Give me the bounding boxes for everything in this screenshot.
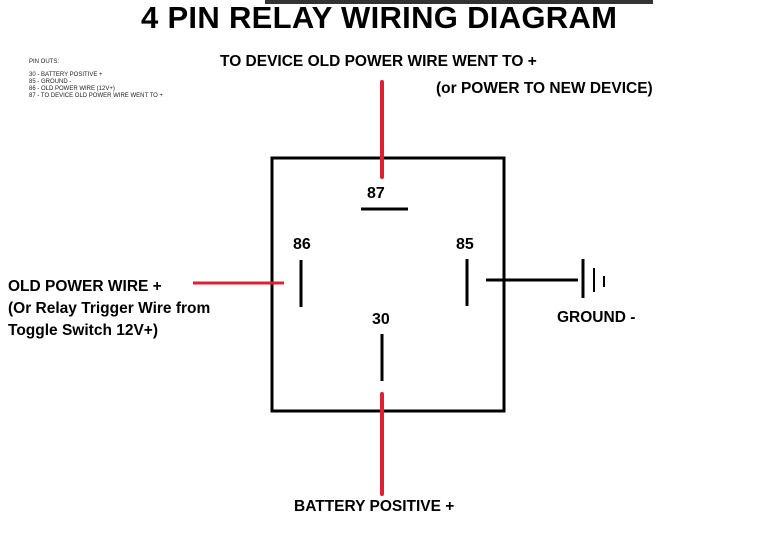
top-dark-bar [265,0,653,4]
label-87-destination: TO DEVICE OLD POWER WIRE WENT TO + [220,53,537,70]
label-86-line1: OLD POWER WIRE + [8,278,162,295]
label-battery-positive: BATTERY POSITIVE + [294,498,455,515]
pinout-row-85: 85 - GROUND - [29,79,72,85]
relay-body [270,156,506,413]
label-86-line2: (Or Relay Trigger Wire from [8,300,211,317]
pin-85-label: 85 [456,236,474,253]
pinouts-legend: PIN OUTS: 30 - BATTERY POSITIVE + 85 - G… [29,59,163,100]
pinout-row-86: 86 - OLD POWER WIRE (12V+) [29,86,115,92]
diagram-title: 4 PIN RELAY WIRING DIAGRAM [141,0,618,35]
label-ground: GROUND - [557,309,636,326]
pinout-row-30: 30 - BATTERY POSITIVE + [29,72,103,78]
pin-86-label: 86 [293,236,311,253]
pinouts-header: PIN OUTS: [29,59,60,65]
label-87-alternate: (or POWER TO NEW DEVICE) [436,80,653,97]
pin-30-label: 30 [372,311,390,328]
pin-87-label: 87 [367,185,385,202]
label-86-source: OLD POWER WIRE + (Or Relay Trigger Wire … [8,276,210,342]
label-86-line3: Toggle Switch 12V+) [8,322,159,339]
ground-symbol-icon [581,259,605,298]
pinout-row-87: 87 - TO DEVICE OLD POWER WIRE WENT TO + [29,93,163,99]
